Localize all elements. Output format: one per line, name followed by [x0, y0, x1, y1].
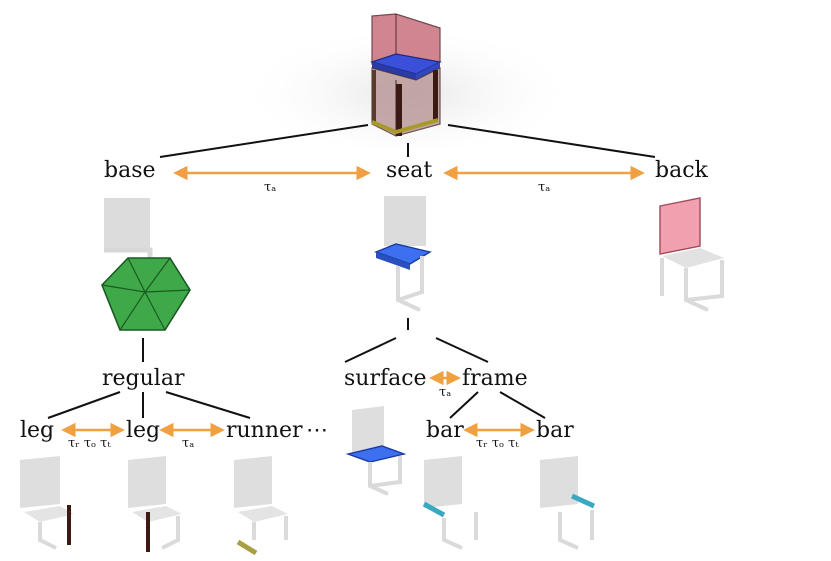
base-chair-icon: [101, 198, 191, 331]
bar2-chair-icon: [540, 456, 596, 550]
root-chair-icon: [238, 10, 578, 150]
leg-chair-icon: [20, 456, 74, 550]
node-bar-1: bar: [426, 418, 464, 443]
relation-leg-leg: τᵣ τₒ τₜ: [68, 436, 111, 451]
relation-bar-bar: τᵣ τₒ τₜ: [476, 436, 519, 451]
level2-edges: [47, 318, 546, 419]
surface-chair-icon: [345, 406, 407, 496]
leg2-chair-icon: [128, 456, 182, 552]
relation-base-seat: τₐ: [264, 180, 277, 195]
seat-chair-icon: [374, 196, 432, 312]
node-bar-2: bar: [536, 418, 574, 443]
node-surface: surface: [344, 366, 427, 391]
node-ellipsis: ⋯: [306, 418, 328, 443]
back-chair-icon: [659, 197, 724, 312]
node-regular: regular: [102, 366, 185, 391]
node-leg-1: leg: [20, 418, 55, 443]
relation-surface-frame: τₐ: [439, 385, 452, 400]
node-leg-2: leg: [126, 418, 161, 443]
relation-leg-runner: τₐ: [182, 436, 195, 451]
relation-arrows: [61, 165, 645, 438]
node-frame: frame: [462, 366, 528, 391]
node-seat: seat: [386, 158, 433, 183]
node-base: base: [104, 158, 156, 183]
root-edges: [159, 124, 656, 158]
bar-chair-icon: [422, 456, 478, 550]
runner-chair-icon: [234, 456, 288, 556]
node-runner: runner: [226, 418, 303, 443]
node-back: back: [655, 158, 708, 183]
relation-seat-back: τₐ: [538, 180, 551, 195]
